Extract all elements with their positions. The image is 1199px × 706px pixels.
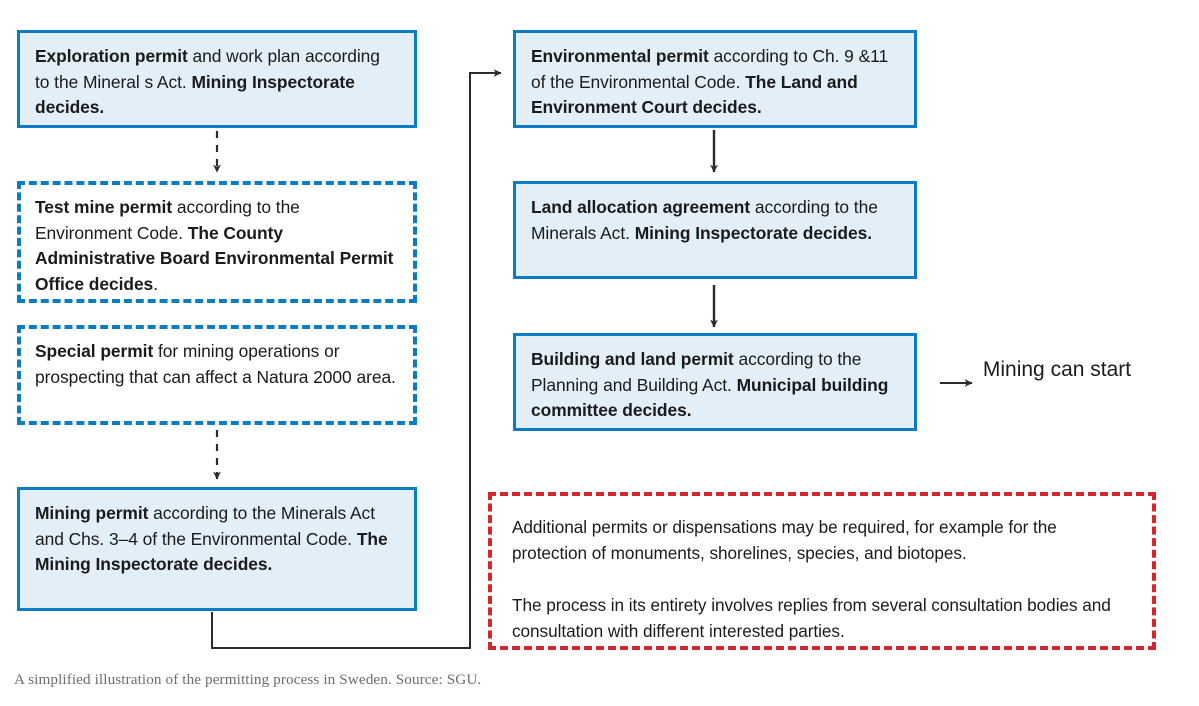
- figure-caption: A simplified illustration of the permitt…: [14, 671, 482, 688]
- node-building-permit-lead: Building and land permit: [531, 349, 734, 369]
- node-exploration-permit[interactable]: Exploration permit and work plan accordi…: [17, 30, 417, 128]
- node-building-permit-tail: Municipal building committee decides.: [531, 374, 889, 421]
- node-mining-permit-lead: Mining permit: [35, 503, 149, 523]
- node-land-allocation-body: according to the Minerals Act.: [531, 197, 878, 243]
- node-environmental-permit[interactable]: Environmental permit according to Ch. 9 …: [513, 30, 917, 128]
- node-test-mine-permit-body: according to the Environment Code.: [35, 197, 300, 243]
- node-land-allocation-agreement[interactable]: Land allocation agreement according to t…: [513, 181, 917, 279]
- node-exploration-permit-tail: Mining Inspectorate decides.: [35, 71, 355, 118]
- node-land-allocation-lead: Land allocation agreement: [531, 197, 751, 217]
- notes-paragraph-1: Additional permits or dispensations may …: [512, 517, 1057, 563]
- node-test-mine-permit[interactable]: Test mine permit according to the Enviro…: [17, 181, 417, 303]
- label-mining-can-start: Mining can start: [982, 358, 1132, 381]
- node-test-mine-permit-lead: Test mine permit: [35, 197, 173, 217]
- node-environmental-permit-body: according to Ch. 9 &11 of the Environmen…: [531, 46, 889, 92]
- node-test-mine-permit-period: .: [153, 273, 158, 294]
- node-land-allocation-tail: Mining Inspectorate decides.: [634, 222, 872, 243]
- node-special-permit[interactable]: Special permit for mining operations or …: [17, 325, 417, 425]
- node-environmental-permit-tail: The Land and Environment Court decides.: [531, 71, 858, 118]
- node-special-permit-body: for mining operations or prospecting tha…: [35, 341, 396, 387]
- node-special-permit-lead: Special permit: [35, 341, 154, 361]
- node-exploration-permit-body: and work plan according to the Mineral s…: [35, 46, 380, 92]
- node-exploration-permit-lead: Exploration permit: [35, 46, 188, 66]
- node-environmental-permit-lead: Environmental permit: [531, 46, 709, 66]
- node-mining-permit-tail: The Mining Inspectorate decides.: [35, 528, 388, 575]
- node-building-permit-body: according to the Planning and Building A…: [531, 349, 862, 395]
- node-mining-permit[interactable]: Mining permit according to the Minerals …: [17, 487, 417, 611]
- notes-paragraph-2: The process in its entirety involves rep…: [512, 595, 1111, 641]
- node-test-mine-permit-tail: The County Administrative Board Environm…: [35, 222, 394, 294]
- notes-box: Additional permits or dispensations may …: [488, 492, 1156, 650]
- node-building-and-land-permit[interactable]: Building and land permit according to th…: [513, 333, 917, 431]
- node-mining-permit-body: according to the Minerals Act and Chs. 3…: [35, 503, 375, 549]
